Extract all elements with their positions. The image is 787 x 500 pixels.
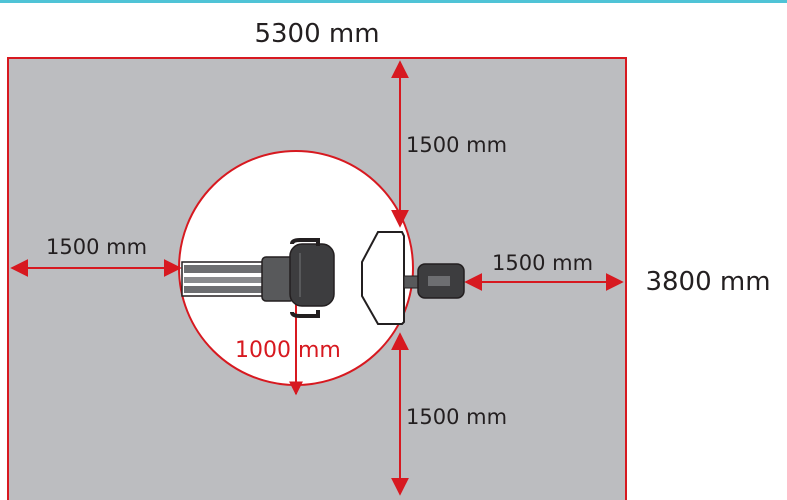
chair-unit — [289, 238, 335, 318]
top-accent-rule — [0, 0, 787, 3]
clearance-top-label: 1500 mm — [406, 133, 507, 157]
room-depth-label: 3800 mm — [645, 267, 770, 297]
dimension-arrows — [10, 60, 624, 496]
clearance-left-label: 1500 mm — [46, 235, 147, 259]
radius-label: 1000 mm — [235, 338, 341, 363]
clearance-right-label: 1500 mm — [492, 251, 593, 275]
room-width-label: 5300 mm — [254, 19, 379, 49]
track-unit — [181, 256, 295, 302]
clearance-bottom-label: 1500 mm — [406, 405, 507, 429]
console-unit — [361, 231, 465, 325]
